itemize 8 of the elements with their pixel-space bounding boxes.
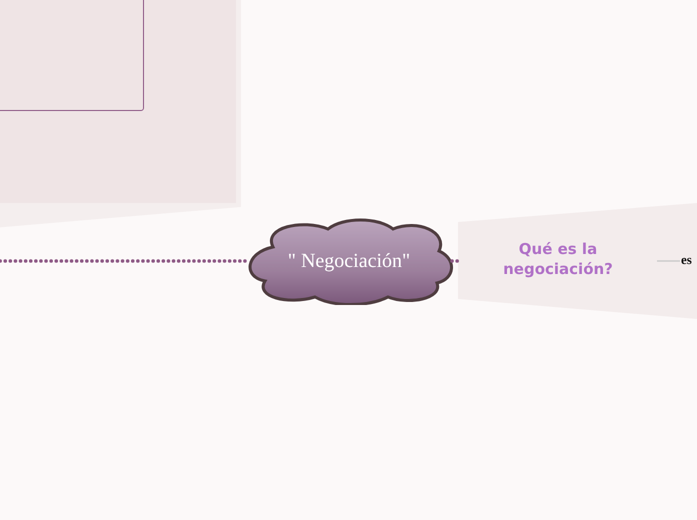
empty-box [0,0,144,111]
branch-label: es [681,251,693,269]
dotted-connector [0,259,247,263]
topic-heading: Qué es la negociación? [502,239,614,279]
topic-band [458,203,697,319]
topic-title: " Negociación" [286,249,412,274]
connector-line [657,260,680,262]
panel-background [0,0,241,229]
